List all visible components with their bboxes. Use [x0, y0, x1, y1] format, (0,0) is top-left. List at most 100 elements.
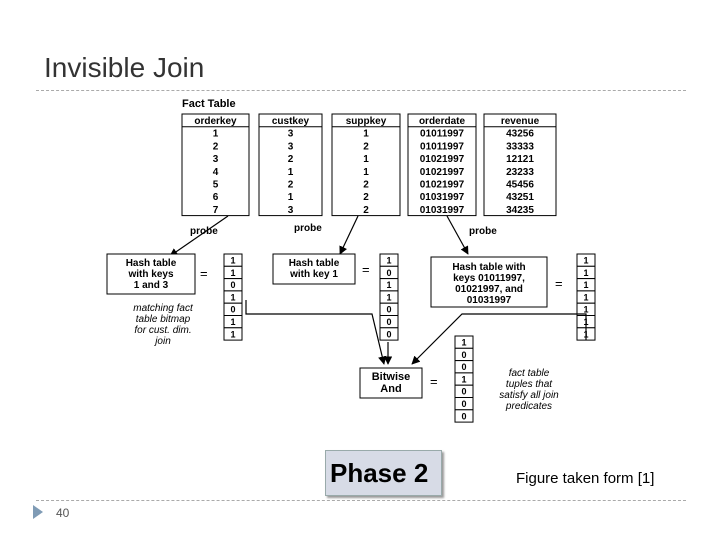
fact-table-cell: 3	[288, 129, 294, 140]
fact-table-cell: 2	[363, 205, 369, 216]
fact-table-cell: 1	[363, 154, 369, 165]
fact-table-column	[483, 113, 557, 217]
bitmap-value: 0	[386, 317, 391, 327]
phase-label: Phase 2	[330, 458, 429, 488]
hash-table-1-line-3: 1 and 3	[134, 280, 169, 291]
bitmap-3-arrow	[411, 313, 587, 365]
hash-table-2-box	[272, 253, 356, 285]
bitwise-and-line-2: And	[380, 383, 401, 395]
bitmap-column-supp: 1 0 1 1 0 0 0	[379, 253, 399, 341]
fact-table-cell: 4	[213, 167, 219, 178]
note-left-line-3: for cust. dim.	[134, 325, 191, 336]
fact-table-cell: 01011997	[420, 129, 464, 140]
fact-table-cell: 2	[363, 180, 369, 191]
fact-table-cell: 01011997	[420, 141, 464, 152]
equals-sign-1: =	[200, 266, 208, 281]
fact-table-cell: 2	[213, 141, 219, 152]
bitmap-cell	[454, 409, 474, 423]
fact-table-column	[331, 113, 401, 217]
fact-table-cell: 45456	[506, 180, 534, 191]
fact-table-cell: 43256	[506, 129, 534, 140]
fact-table-cell: 01031997	[420, 205, 465, 216]
note-left-line-4: join	[153, 336, 171, 347]
note-left-line-1: matching fact	[133, 303, 194, 314]
probe-arrow-1	[169, 215, 229, 257]
hash-table-1-box	[106, 253, 196, 295]
bitmap-value: 1	[583, 256, 588, 266]
equals-sign-2: =	[362, 262, 370, 277]
fact-table-cell: 1	[288, 167, 294, 178]
bitmap-value: 0	[461, 362, 466, 372]
slide-title: Invisible Join	[44, 52, 205, 83]
note-right-line-1: fact table	[509, 368, 550, 379]
probe-label-1: probe	[190, 226, 218, 237]
fact-table-cell: 1	[363, 167, 369, 178]
fact-table-title: Fact Table	[182, 98, 236, 110]
fact-table-cell: 34235	[506, 205, 534, 216]
bitmap-value: 1	[461, 374, 466, 384]
hash-table-2-line-1: Hash table	[289, 258, 340, 269]
fact-table-header: revenue	[501, 116, 540, 127]
bitmap-value: 1	[386, 280, 391, 290]
bitmap-value: 0	[230, 305, 235, 315]
bitmap-value: 0	[386, 305, 391, 315]
bitmap-value: 1	[230, 292, 235, 302]
fact-table-header: custkey	[272, 116, 310, 127]
bitmap-value: 1	[386, 292, 391, 302]
bitmap-cell	[379, 327, 399, 341]
fact-table-header: orderdate	[419, 116, 466, 127]
slide-number-marker-icon	[33, 505, 43, 519]
fact-table-cell: 3	[213, 154, 219, 165]
fact-table-cell: 7	[213, 205, 219, 216]
hash-table-1-line-2: with keys	[127, 269, 173, 280]
bitmap-value: 1	[230, 256, 235, 266]
fact-table-cell: 2	[363, 141, 369, 152]
bitmap-value: 1	[583, 305, 588, 315]
bitmap-value: 1	[583, 292, 588, 302]
hash-table-2-line-2: with key 1	[289, 269, 338, 280]
fact-table-cell: 01021997	[420, 154, 465, 165]
fact-table-column	[407, 113, 477, 217]
fact-table-cell: 43251	[506, 192, 534, 203]
probe-label-2: probe	[294, 223, 322, 234]
probe-label-3: probe	[469, 226, 497, 237]
fact-table-cell: 1	[288, 192, 294, 203]
fact-table-cell: 1	[363, 129, 369, 140]
bitmap-value: 0	[461, 399, 466, 409]
hash-table-3-line-2: keys 01011997,	[453, 273, 525, 284]
bitwise-and-line-1: Bitwise	[372, 371, 411, 383]
hash-table-3-line-3: 01021997, and	[455, 284, 523, 295]
bitmap-value: 0	[386, 268, 391, 278]
fact-table-column	[181, 113, 250, 217]
equals-sign-4: =	[430, 374, 438, 389]
fact-table-cell: 12121	[506, 154, 534, 165]
note-right-line-2: tuples that	[506, 379, 553, 390]
bitmap-value: 1	[583, 268, 588, 278]
bitmap-value: 1	[461, 338, 466, 348]
fact-table-cell: 2	[288, 180, 294, 191]
fact-table-cell: 01021997	[420, 167, 465, 178]
equals-sign-3: =	[555, 276, 563, 291]
hash-table-3-line-1: Hash table with	[452, 262, 525, 273]
fact-table-cell: 2	[288, 154, 294, 165]
bitmap-value: 0	[386, 329, 391, 339]
bitmap-value: 1	[230, 329, 235, 339]
bitmap-1-arrow	[245, 300, 387, 365]
fact-table-cell: 23233	[506, 167, 534, 178]
bitmap-value: 1	[386, 256, 391, 266]
note-left-line-2: table bitmap	[136, 314, 191, 325]
fact-table-cell: 3	[288, 205, 294, 216]
bitmap-value: 0	[461, 411, 466, 421]
title-divider	[36, 90, 686, 91]
bitmap-value: 0	[461, 350, 466, 360]
hash-table-3-box	[430, 256, 548, 308]
footer-divider	[36, 500, 686, 501]
bitmap-cell	[223, 327, 243, 341]
note-right-line-4: predicates	[505, 401, 552, 412]
fact-table-header: orderkey	[194, 116, 237, 127]
phase-box	[325, 450, 442, 496]
bitmap-value: 0	[230, 280, 235, 290]
